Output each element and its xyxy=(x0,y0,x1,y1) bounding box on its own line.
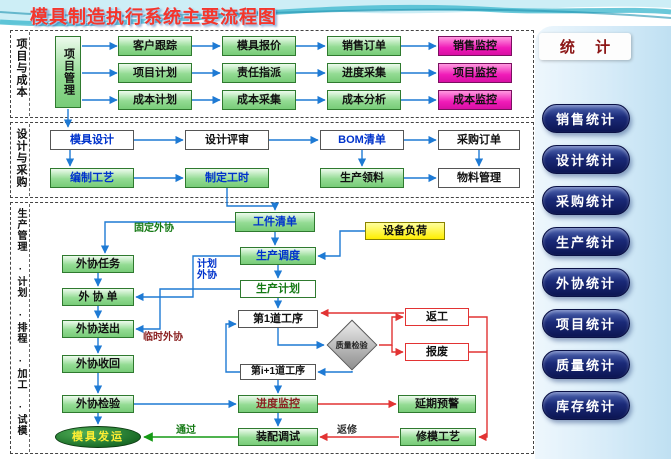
node-assembly-debug: 装配调试 xyxy=(238,428,318,446)
stats-button-project[interactable]: 项目统计 xyxy=(542,309,630,338)
node-quality-check-label: 质量检验 xyxy=(336,340,368,350)
node-customer-tracking: 客户跟踪 xyxy=(118,36,192,56)
divider-project-cost xyxy=(29,32,30,116)
side-label-design-procure: 设计与采购 xyxy=(15,128,27,188)
label-pass: 通过 xyxy=(176,425,196,436)
node-material-mgmt: 物料管理 xyxy=(438,168,520,188)
label-planned-outsource: 计划外协 xyxy=(197,259,217,281)
node-project-management: 项目管理 xyxy=(55,36,81,108)
node-equipment-load: 设备负荷 xyxy=(365,222,445,240)
node-cost-monitor: 成本监控 xyxy=(438,90,512,110)
node-outsource-inspect: 外协检验 xyxy=(62,395,134,413)
side-label-project-cost: 项目与成本 xyxy=(15,38,27,98)
node-process-compile: 编制工艺 xyxy=(50,168,134,188)
node-progress-collection: 进度采集 xyxy=(327,63,401,83)
node-outsource-task: 外协任务 xyxy=(62,255,134,273)
node-workpiece-list: 工件清单 xyxy=(235,212,315,232)
stats-button-quality[interactable]: 质量统计 xyxy=(542,350,630,379)
node-mold-shipping: 模具发运 xyxy=(55,426,141,448)
node-delay-warning: 延期预警 xyxy=(398,395,476,413)
node-mold-repair: 修模工艺 xyxy=(400,428,476,446)
node-mold-quotation: 模具报价 xyxy=(222,36,296,56)
node-outsource-send: 外协送出 xyxy=(62,320,134,338)
node-outsource-return: 外协收回 xyxy=(62,355,134,373)
node-outsource-order: 外 协 单 xyxy=(62,288,134,306)
node-responsibility-assign: 责任指派 xyxy=(222,63,296,83)
stats-button-production[interactable]: 生产统计 xyxy=(542,227,630,256)
node-production-scheduling: 生产调度 xyxy=(240,247,316,265)
node-sales-monitor: 销售监控 xyxy=(438,36,512,56)
node-cost-analysis: 成本分析 xyxy=(327,90,401,110)
node-material-issue: 生产领料 xyxy=(320,168,404,188)
stats-button-design[interactable]: 设计统计 xyxy=(542,145,630,174)
stats-button-outsource[interactable]: 外协统计 xyxy=(542,268,630,297)
node-sales-order: 销售订单 xyxy=(327,36,401,56)
node-design-review: 设计评审 xyxy=(185,130,269,150)
node-process-next: 第i+1道工序 xyxy=(240,364,316,380)
node-mold-design: 模具设计 xyxy=(50,130,134,150)
stats-button-sales[interactable]: 销售统计 xyxy=(542,104,630,133)
node-bom-list: BOM清单 xyxy=(320,130,404,150)
node-scrap: 报废 xyxy=(405,343,469,361)
label-temp-outsource: 临时外协 xyxy=(143,332,183,343)
node-rework: 返工 xyxy=(405,308,469,326)
side-label-production: 生产管理 ·计划 ·排程 ·加工 ·试模 xyxy=(15,208,26,436)
node-work-hours: 制定工时 xyxy=(185,168,269,188)
page-title: 模具制造执行系统主要流程图 xyxy=(30,7,277,27)
stats-button-inventory[interactable]: 库存统计 xyxy=(542,391,630,420)
node-process-first: 第1道工序 xyxy=(238,310,318,328)
section-project-cost xyxy=(10,30,534,118)
node-project-monitor: 项目监控 xyxy=(438,63,512,83)
stats-button-procurement[interactable]: 采购统计 xyxy=(542,186,630,215)
divider-design-procure xyxy=(29,124,30,196)
label-repair: 返修 xyxy=(337,425,357,436)
divider-production xyxy=(29,204,30,452)
node-production-plan: 生产计划 xyxy=(240,280,316,298)
node-cost-collection: 成本采集 xyxy=(222,90,296,110)
node-cost-plan: 成本计划 xyxy=(118,90,192,110)
node-progress-monitor: 进度监控 xyxy=(238,395,318,413)
label-fixed-outsource: 固定外协 xyxy=(134,223,174,234)
node-project-management-label: 项目管理 xyxy=(62,48,75,96)
node-purchase-order: 采购订单 xyxy=(438,130,520,150)
node-project-plan: 项目计划 xyxy=(118,63,192,83)
stats-panel-header: 统 计 xyxy=(539,33,631,60)
